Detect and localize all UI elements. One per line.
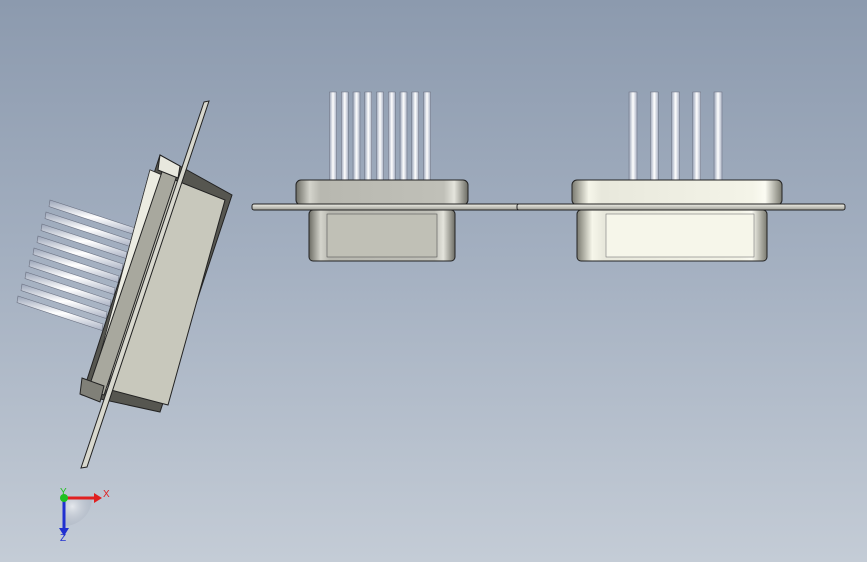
grey-pin: [399, 91, 408, 182]
grey-pin: [329, 91, 337, 182]
iso-front-cap: [157, 154, 181, 179]
iso-front-foot: [79, 377, 105, 403]
x-axis-arrow: [94, 493, 102, 503]
cream-flange: [516, 203, 846, 211]
x-axis-label: X: [103, 489, 110, 500]
cream-pin: [671, 91, 680, 182]
z-axis-label: Z: [60, 533, 66, 544]
front-view-grey[interactable]: [251, 91, 523, 262]
grey-flange: [251, 203, 523, 211]
grey-upper-shell: [295, 179, 469, 206]
coordinate-triad[interactable]: X Y Z: [59, 487, 110, 544]
iso-pin: [32, 247, 120, 283]
grey-pin: [352, 91, 361, 182]
grey-pin: [411, 91, 419, 182]
y-axis-label: Y: [60, 487, 67, 498]
cream-pin: [713, 91, 723, 182]
grey-pin-group: [329, 91, 431, 182]
iso-pin: [28, 259, 116, 295]
grey-pin: [364, 91, 372, 182]
grey-pin: [376, 91, 384, 182]
z-axis-arrow: [59, 528, 69, 536]
grey-pin: [423, 91, 431, 182]
cream-pin-group: [628, 91, 723, 182]
grey-lower-face: [326, 213, 438, 258]
triad-shade: [64, 498, 92, 526]
cream-pin: [650, 91, 659, 182]
grey-pin: [388, 91, 396, 182]
iso-pin: [16, 295, 104, 331]
iso-flange: [80, 100, 210, 469]
cream-pin: [692, 91, 701, 182]
iso-pin: [36, 235, 124, 271]
cream-pin: [628, 91, 638, 182]
iso-pin: [24, 271, 112, 307]
iso-pin-group: [16, 199, 136, 331]
iso-pin: [20, 283, 108, 319]
cream-upper-shell: [571, 179, 783, 206]
rotated-iso-view[interactable]: [16, 100, 233, 469]
cream-lower-face: [605, 213, 755, 258]
y-axis-dot: [60, 494, 68, 502]
front-view-cream[interactable]: [516, 91, 846, 262]
grey-pin: [341, 91, 349, 182]
